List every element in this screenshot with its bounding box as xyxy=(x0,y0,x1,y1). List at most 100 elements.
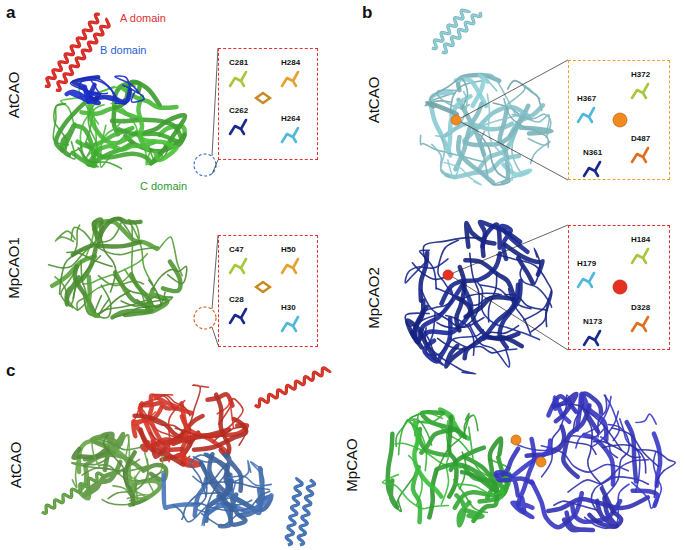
loop xyxy=(453,484,503,503)
residue-label: C262 xyxy=(229,107,248,116)
panel-letter: b xyxy=(362,4,372,23)
protein-ribbon xyxy=(133,385,247,466)
beta-strand xyxy=(480,222,520,247)
beta-strand xyxy=(500,281,521,347)
loop xyxy=(509,289,531,335)
loop xyxy=(634,450,675,498)
loop xyxy=(88,119,123,155)
beta-strand xyxy=(466,510,483,517)
loop xyxy=(193,476,269,489)
protein-ribbon xyxy=(420,74,551,185)
loop xyxy=(476,281,539,340)
residue-label: H367 xyxy=(577,95,596,104)
residue-label: D328 xyxy=(631,304,650,313)
loop xyxy=(175,427,247,445)
residue-stick xyxy=(282,317,298,331)
beta-strand xyxy=(627,422,636,481)
beta-strand xyxy=(442,253,500,303)
loop xyxy=(423,238,483,263)
loop xyxy=(410,411,432,445)
loop xyxy=(99,285,111,318)
residue-stick xyxy=(584,331,600,345)
loop xyxy=(102,484,146,505)
protein-ribbon xyxy=(49,218,187,318)
loop xyxy=(412,263,453,280)
beta-strand xyxy=(201,463,232,509)
loop xyxy=(104,435,130,488)
beta-strand xyxy=(437,464,493,488)
zoom-line xyxy=(453,225,568,273)
helix-ribbon xyxy=(298,480,314,545)
structure-name: MpCAO1 xyxy=(6,237,23,299)
beta-strand xyxy=(456,267,464,330)
beta-strand xyxy=(142,442,182,450)
loop xyxy=(487,94,512,180)
beta-strand xyxy=(465,106,528,145)
beta-strand xyxy=(564,513,593,531)
loop xyxy=(481,131,488,176)
alpha-helix xyxy=(442,12,481,53)
helix-highlight xyxy=(298,480,314,545)
zoom-inset: H372H367D487N361 xyxy=(568,60,670,180)
residue-label: C28 xyxy=(229,296,244,305)
panel-letter: c xyxy=(6,362,15,381)
residue-stick xyxy=(230,120,246,134)
structure-name: AtCAO xyxy=(8,442,25,489)
beta-strand xyxy=(473,75,488,106)
zoom-inset: H184H179D328N173 xyxy=(568,225,670,350)
residue-label: N173 xyxy=(583,318,602,327)
protein-ribbon xyxy=(496,394,675,531)
helix-highlight xyxy=(255,368,331,407)
residue-label: H179 xyxy=(577,260,596,269)
zoom-line xyxy=(461,122,568,180)
loop xyxy=(585,484,629,528)
helix-ribbon xyxy=(442,12,481,53)
beta-strand xyxy=(414,301,423,348)
loop xyxy=(123,85,144,102)
beta-strand xyxy=(414,423,441,496)
beta-strand xyxy=(67,92,93,102)
residue-label: C47 xyxy=(229,246,244,255)
structure-name: MpCAO2 xyxy=(366,267,383,329)
residue-label: D487 xyxy=(631,135,650,144)
residue-stick xyxy=(584,162,600,176)
metal-ion xyxy=(613,113,627,127)
loop xyxy=(85,100,97,167)
loop xyxy=(636,414,656,424)
loop xyxy=(152,266,186,289)
zoom-inset: C281H284C262H264 xyxy=(218,48,318,160)
beta-strand xyxy=(164,474,199,507)
metal-ion xyxy=(536,457,546,467)
beta-strand xyxy=(56,99,90,156)
loop xyxy=(420,250,437,289)
structure-name: MpCAO xyxy=(344,438,361,491)
loop xyxy=(504,99,548,147)
loop xyxy=(55,231,75,241)
residue-stick xyxy=(230,72,246,86)
helix-highlight xyxy=(442,12,481,53)
beta-strand xyxy=(548,497,648,511)
metal-ion xyxy=(613,280,627,294)
residue-stick xyxy=(230,259,246,273)
panel-letter: a xyxy=(6,4,15,23)
residue-label: H264 xyxy=(281,115,300,124)
iron-sulfur-cluster xyxy=(256,93,270,103)
residue-label: H284 xyxy=(281,59,300,68)
residue-stick xyxy=(632,148,648,162)
residue-label: H184 xyxy=(631,236,650,245)
residue-stick xyxy=(578,108,594,122)
domain-label: C domain xyxy=(140,180,187,192)
residue-stick xyxy=(282,72,298,86)
loop xyxy=(92,435,129,468)
beta-strand xyxy=(178,403,189,465)
loop xyxy=(72,461,77,488)
beta-strand xyxy=(138,97,147,150)
loop xyxy=(405,259,448,283)
loop xyxy=(407,413,443,470)
protein-ribbon xyxy=(67,76,145,103)
metal-ion xyxy=(443,270,453,280)
beta-strand xyxy=(513,440,550,476)
loop xyxy=(99,465,165,481)
beta-strand xyxy=(119,129,176,141)
